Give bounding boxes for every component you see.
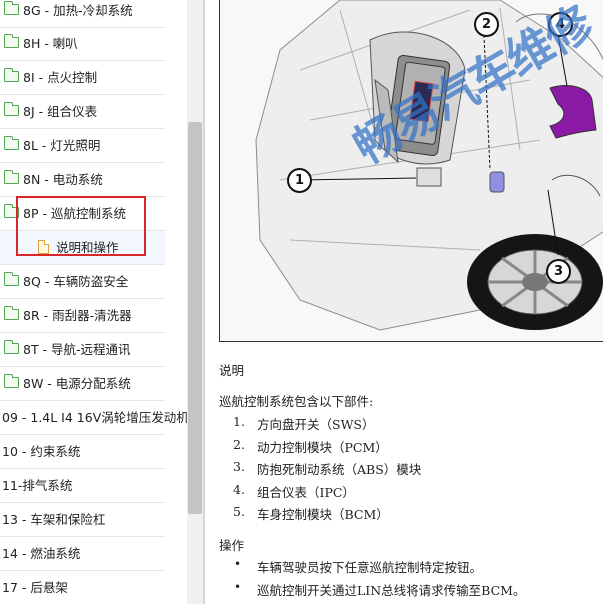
folder-icon — [4, 102, 19, 116]
tree-item-8i[interactable]: 8I - 点火控制 — [0, 61, 165, 95]
document-pane: 1 2 3 4 畅易汽车维修 说明 巡航控制系统包含以下部件: 1.方向盘开关（… — [205, 0, 603, 604]
description-intro: 巡航控制系统包含以下部件: — [219, 394, 374, 409]
callout-2: 2 — [474, 12, 499, 37]
description-heading: 说明 — [219, 363, 245, 378]
tree-item-8t[interactable]: 8T - 导航-远程通讯 — [0, 333, 165, 367]
pane-divider[interactable] — [203, 0, 205, 604]
tree-scrollbar[interactable] — [187, 0, 203, 604]
tree-item-description-operation[interactable]: 说明和操作 — [0, 231, 165, 265]
scrollbar-thumb[interactable] — [188, 122, 202, 514]
tree-item-8r[interactable]: 8R - 雨刮器-清洗器 — [0, 299, 165, 333]
folder-icon — [4, 170, 19, 184]
folder-icon — [4, 340, 19, 354]
navigation-pane: 8G - 加热-冷却系统 8H - 喇叭 8I - 点火控制 8J - 组合仪表… — [0, 0, 205, 604]
folder-icon — [4, 136, 19, 150]
tree-item-10[interactable]: 10 - 约束系统 — [0, 435, 165, 469]
tree-item-8p[interactable]: 8P - 巡航控制系统 — [0, 197, 165, 231]
folder-icon — [4, 68, 19, 82]
manual-tree: 8G - 加热-冷却系统 8H - 喇叭 8I - 点火控制 8J - 组合仪表… — [0, 0, 187, 604]
folder-icon — [4, 306, 19, 320]
tree-item-11[interactable]: 11-排气系统 — [0, 469, 165, 503]
folder-open-icon — [4, 204, 19, 218]
tree-item-8q[interactable]: 8Q - 车辆防盗安全 — [0, 265, 165, 299]
vehicle-xray-illustration — [220, 0, 603, 341]
selection-highlight-box — [16, 196, 146, 256]
tree-item-17[interactable]: 17 - 后悬架 — [0, 571, 165, 604]
operation-heading: 操作 — [219, 538, 245, 553]
tree-item-14[interactable]: 14 - 燃油系统 — [0, 537, 165, 571]
tree-item-8j[interactable]: 8J - 组合仪表 — [0, 95, 165, 129]
tree-item-8g[interactable]: 8G - 加热-冷却系统 — [0, 0, 165, 28]
tree-item-8w[interactable]: 8W - 电源分配系统 — [0, 367, 165, 401]
tree-item-8n[interactable]: 8N - 电动系统 — [0, 163, 165, 197]
folder-icon — [4, 34, 19, 48]
tree-item-13[interactable]: 13 - 车架和保险杠 — [0, 503, 165, 537]
tree-item-09[interactable]: 09 - 1.4L I4 16V涡轮增压发动机 — [0, 401, 187, 435]
document-icon — [38, 240, 49, 254]
folder-icon — [4, 272, 19, 286]
component-locator-figure: 1 2 3 4 畅易汽车维修 — [219, 0, 603, 342]
callout-3: 3 — [546, 259, 571, 284]
callout-4: 4 — [548, 12, 573, 37]
folder-icon — [4, 374, 19, 388]
tree-item-8h[interactable]: 8H - 喇叭 — [0, 27, 165, 61]
folder-icon — [4, 1, 19, 15]
callout-1: 1 — [287, 168, 312, 193]
tree-item-8l[interactable]: 8L - 灯光照明 — [0, 129, 165, 163]
